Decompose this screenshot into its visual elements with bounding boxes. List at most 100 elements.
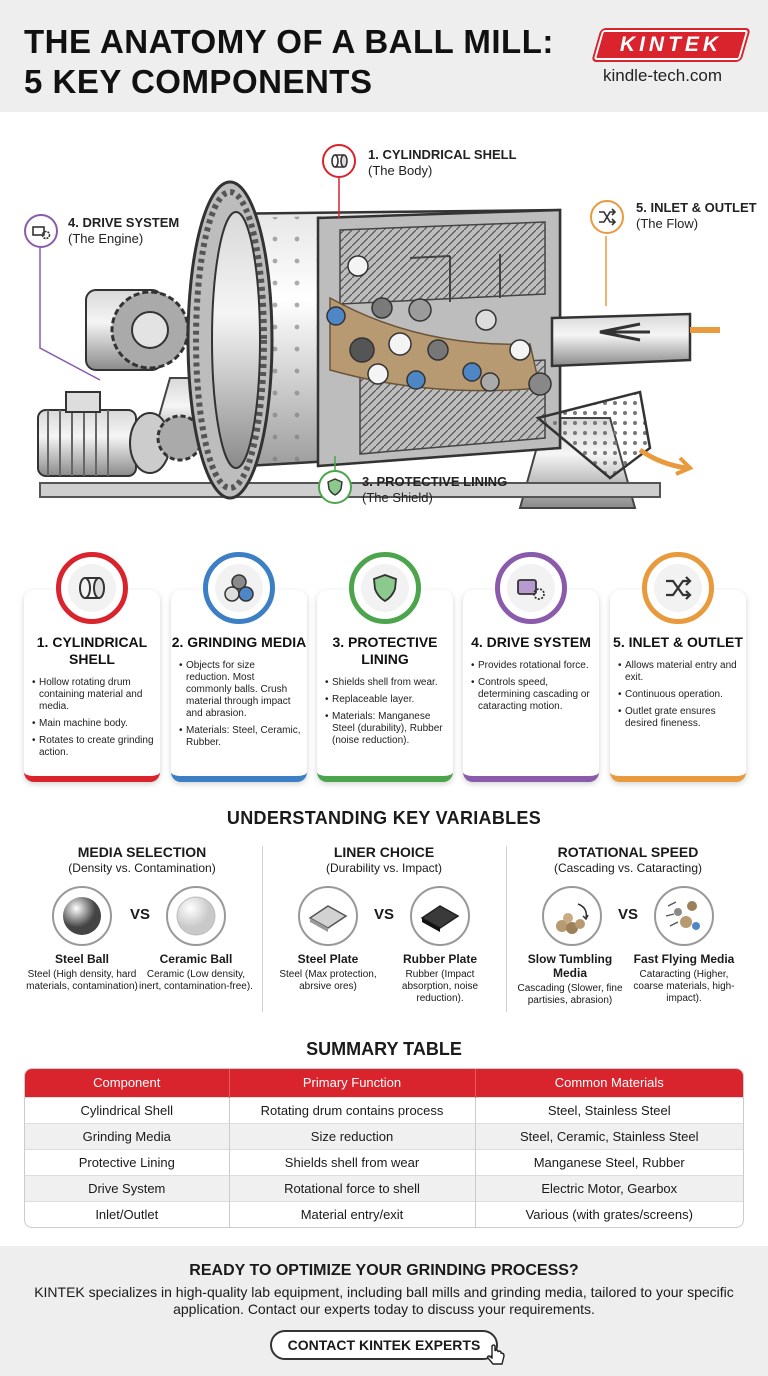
component-cards: 1. CYLINDRICAL SHELL Hollow rotating dru…	[22, 552, 748, 786]
table-row: Grinding Media Size reduction Steel, Cer…	[25, 1122, 743, 1149]
shield-icon	[318, 470, 352, 504]
option-label: Steel Ball	[54, 952, 110, 966]
card-icon-media	[203, 552, 275, 624]
option-label: Fast Flying Media	[633, 952, 735, 966]
vs-label: VS	[374, 906, 395, 923]
callout-protective-lining: 3. PROTECTIVE LINING (The Shield)	[362, 474, 507, 506]
table-row: Cylindrical Shell Rotating drum contains…	[25, 1096, 743, 1123]
cylinder-icon	[79, 577, 105, 599]
table-row: Inlet/Outlet Material entry/exit Various…	[25, 1200, 743, 1227]
cylinder-icon	[322, 144, 356, 178]
card-bullet: Allows material entry and exit.	[618, 660, 740, 684]
callout-title: 3. PROTECTIVE LINING	[362, 474, 508, 489]
page-title: THE ANATOMY OF A BALL MILL: 5 KEY COMPON…	[24, 22, 554, 102]
card-icon-shuffle	[642, 552, 714, 624]
logo-text: KINTEK	[619, 33, 723, 56]
table-header-row: Component Primary Function Common Materi…	[25, 1069, 743, 1097]
card-bullet: Materials: Steel, Ceramic, Rubber.	[179, 725, 301, 749]
option-label: Rubber Plate	[402, 952, 477, 966]
column-header: Common Materials	[475, 1069, 743, 1097]
callout-title: 5. INLET & OUTLET	[636, 200, 757, 215]
table-cell: Shields shell from wear	[229, 1148, 476, 1175]
slow-tumbling-label: Slow Tumbling Media Cascading (Slower, f…	[510, 952, 630, 1007]
cta-text: KINTEK specializes in high-quality lab e…	[34, 1284, 734, 1317]
vs-label: VS	[130, 906, 151, 923]
table-row: Protective Lining Shields shell from wea…	[25, 1148, 743, 1175]
summary-table: Component Primary Function Common Materi…	[24, 1068, 744, 1228]
card-icon-shield	[349, 552, 421, 624]
table-cell: Steel, Ceramic, Stainless Steel	[475, 1122, 743, 1149]
variable-title: LINER CHOICE	[333, 844, 435, 860]
motor-icon	[24, 214, 58, 248]
variable-sub: (Cascading vs. Cataracting)	[553, 861, 703, 875]
card-bullet: Provides rotational force.	[471, 660, 593, 672]
rubber-plate-label: Rubber Plate Rubber (Impact absorption, …	[380, 952, 500, 1005]
callout-inlet-outlet: 5. INLET & OUTLET (The Flow)	[636, 200, 757, 232]
steel-ball-label: Steel Ball Steel (High density, hard mat…	[22, 952, 142, 993]
card-bullet: Controls speed, determining cascading or…	[471, 677, 593, 713]
variable-title: MEDIA SELECTION	[77, 844, 207, 860]
card-bullet: Materials: Manganese Steel (durability),…	[325, 711, 447, 747]
callout-sub: (The Flow)	[636, 216, 699, 231]
option-desc: Ceramic (Low density, inert, contaminati…	[139, 969, 253, 992]
card-bullet: Main machine body.	[32, 718, 154, 730]
title-line-1: THE ANATOMY OF A BALL MILL:	[24, 23, 554, 60]
steel-plate-icon	[298, 886, 358, 946]
shuffle-icon	[590, 200, 624, 234]
table-cell: Material entry/exit	[229, 1200, 476, 1227]
column-header: Primary Function	[229, 1069, 476, 1097]
steel-ball-icon	[52, 886, 112, 946]
fast-flying-icon	[654, 886, 714, 946]
variable-rotational-speed: ROTATIONAL SPEED (Cascading vs. Cataract…	[508, 844, 748, 876]
variable-media-selection: MEDIA SELECTION (Density vs. Contaminati…	[22, 844, 262, 876]
variable-liner-choice: LINER CHOICE (Durability vs. Impact)	[264, 844, 504, 876]
table-cell: Inlet/Outlet	[25, 1200, 230, 1227]
card-bullet: Continuous operation.	[618, 689, 740, 701]
card-title: 3. PROTECTIVE LINING	[332, 634, 438, 667]
shield-icon	[373, 574, 397, 603]
table-cell: Drive System	[25, 1174, 230, 1201]
variable-title: ROTATIONAL SPEED	[557, 844, 699, 860]
ceramic-ball-label: Ceramic Ball Ceramic (Low density, inert…	[136, 952, 256, 993]
card-title: 2. GRINDING MEDIA	[171, 634, 307, 650]
cursor-hand-icon	[486, 1344, 505, 1365]
callout-sub: (The Engine)	[68, 231, 144, 246]
balls-icon	[224, 574, 254, 602]
cta-title: READY TO OPTIMIZE YOUR GRINDING PROCESS?	[189, 1262, 579, 1279]
ball-mill-drawing	[37, 178, 720, 509]
ball-mill-illustration: 1. CYLINDRICAL SHELL (The Body) 4. DRIVE…	[0, 118, 768, 528]
option-label: Slow Tumbling Media	[527, 952, 613, 980]
callout-drive-system: 4. DRIVE SYSTEM (The Engine)	[68, 215, 179, 247]
option-desc: Steel (Max protection, abrsive ores)	[279, 969, 377, 992]
kintek-logo[interactable]: KINTEK	[593, 30, 749, 60]
card-title: 4. DRIVE SYSTEM	[471, 634, 591, 650]
table-cell: Rotational force to shell	[229, 1174, 476, 1201]
shuffle-icon	[666, 576, 692, 600]
card-bullet: Replaceable layer.	[325, 694, 447, 706]
callout-sub: (The Body)	[368, 163, 433, 178]
rubber-plate-icon	[410, 886, 470, 946]
card-bullet: Shields shell from wear.	[325, 677, 447, 689]
card-bullet: Hollow rotating drum containing material…	[32, 677, 154, 713]
contact-button[interactable]: CONTACT KINTEK EXPERTS	[270, 1330, 498, 1360]
table-cell: Cylindrical Shell	[25, 1096, 230, 1123]
callout-title: 4. DRIVE SYSTEM	[68, 215, 180, 230]
card-title: 1. CYLINDRICAL SHELL	[36, 634, 148, 667]
steel-plate-label: Steel Plate Steel (Max protection, abrsi…	[268, 952, 388, 993]
divider	[506, 846, 507, 1012]
option-label: Steel Plate	[297, 952, 359, 966]
card-title: 5. INLET & OUTLET	[613, 634, 743, 650]
ceramic-ball-icon	[166, 886, 226, 946]
table-cell: Rotating drum contains process	[229, 1096, 476, 1123]
callout-cylindrical-shell: 1. CYLINDRICAL SHELL (The Body)	[368, 147, 517, 179]
table-cell: Protective Lining	[25, 1148, 230, 1175]
variable-sub: (Density vs. Contamination)	[68, 861, 216, 875]
site-url[interactable]: kindle-tech.com	[603, 66, 723, 85]
card-icon-motor	[495, 552, 567, 624]
table-row: Drive System Rotational force to shell E…	[25, 1174, 743, 1201]
variable-sub: (Durability vs. Impact)	[325, 861, 443, 875]
motor-icon	[517, 579, 545, 600]
card-bullet: Rotates to create grinding action.	[32, 735, 154, 759]
divider	[262, 846, 263, 1012]
table-cell: Electric Motor, Gearbox	[475, 1174, 743, 1201]
